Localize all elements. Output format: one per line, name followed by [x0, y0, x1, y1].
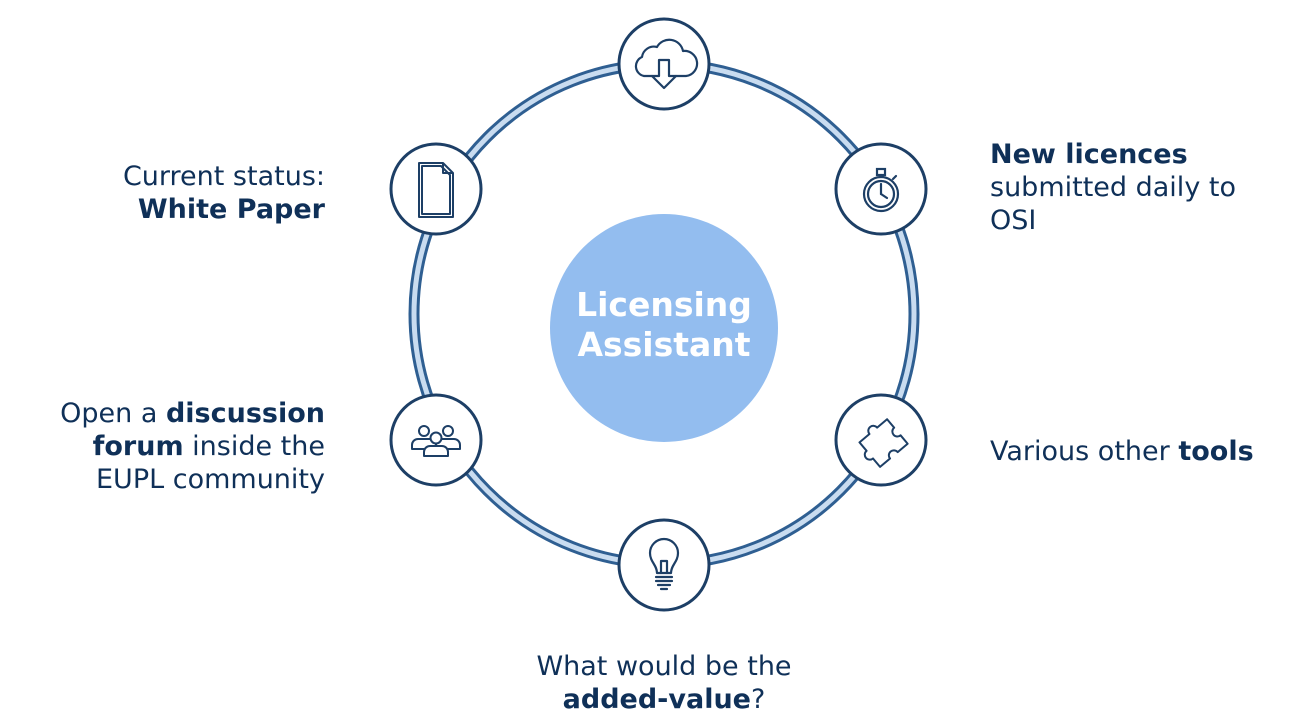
center-title-line1: Licensing: [576, 285, 752, 324]
node-people: [389, 393, 483, 487]
label-tools: Various other tools: [990, 435, 1305, 468]
cloud-download-icon: [634, 38, 699, 90]
new-licences-line2: submitted daily to: [990, 172, 1236, 203]
added-value-line1: What would be the: [536, 651, 792, 682]
node-puzzle: [834, 393, 928, 487]
tools-plain: Various other: [990, 436, 1179, 467]
people-group-icon: [411, 425, 461, 457]
node-stopwatch: [834, 142, 928, 236]
label-new-licences: New licences submitted daily to OSI: [990, 138, 1290, 237]
lightbulb-icon: [648, 537, 680, 591]
center-circle: [550, 214, 778, 442]
added-value-suffix: ?: [750, 684, 766, 715]
center-title-line2: Assistant: [577, 325, 751, 364]
added-value-bold: added-value: [562, 684, 751, 715]
discussion-l2-plain: inside the: [183, 431, 325, 462]
discussion-l1-plain: Open a: [60, 398, 166, 429]
discussion-line2: forum inside the: [0, 430, 325, 463]
discussion-line3: EUPL community: [96, 464, 325, 495]
current-status-bold: White Paper: [137, 194, 325, 225]
document-icon: [418, 162, 454, 218]
node-lightbulb: [617, 518, 711, 612]
node-cloud-download: [617, 17, 711, 111]
label-discussion: Open a discussion forum inside the EUPL …: [0, 397, 325, 496]
label-added-value: What would be the added-value?: [464, 650, 864, 716]
node-document: [389, 142, 483, 236]
added-value-line2: added-value?: [464, 683, 864, 716]
puzzle-piece-icon: [858, 418, 909, 468]
stopwatch-icon: [862, 167, 900, 213]
tools-bold: tools: [1178, 436, 1254, 467]
new-licences-bold: New licences: [990, 139, 1188, 170]
current-status-line1: Current status:: [122, 161, 325, 192]
label-current-status: Current status: White Paper: [40, 160, 325, 226]
center-title: Licensing Assistant: [564, 285, 764, 365]
current-status-line2: White Paper: [40, 193, 325, 226]
new-licences-line3: OSI: [990, 205, 1037, 236]
discussion-l1-bold: discussion: [165, 398, 325, 429]
discussion-l2-bold: forum: [92, 431, 184, 462]
discussion-line1: Open a discussion: [0, 397, 325, 430]
new-licences-line1: New licences: [990, 138, 1290, 171]
